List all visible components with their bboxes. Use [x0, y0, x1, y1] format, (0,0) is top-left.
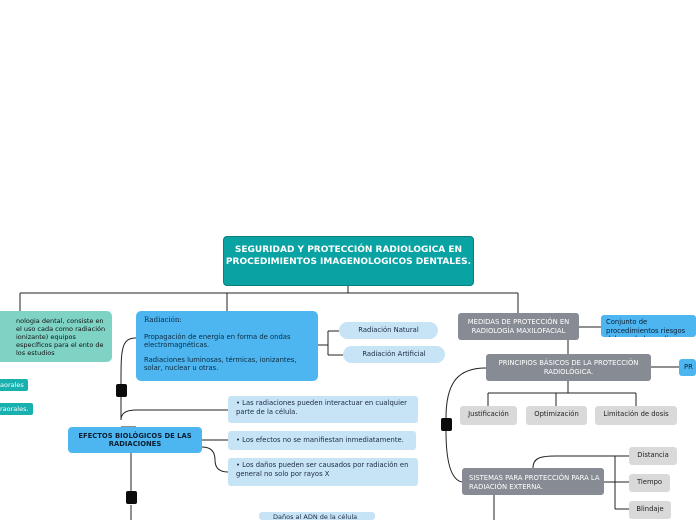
blindaje-node[interactable]: Blindaje — [629, 501, 671, 519]
optimizacion-node[interactable]: Optimización — [526, 406, 587, 425]
efecto-item-2[interactable]: • Los efectos no se manifiestan inmediat… — [228, 431, 416, 450]
principios-note-node[interactable]: PR — [679, 359, 696, 376]
tiempo-node[interactable]: Tiempo — [629, 474, 670, 492]
radiacion-line-1: Propagación de energía en forma de ondas… — [144, 332, 291, 350]
danos-adn-node[interactable]: Daños al ADN de la célula — [259, 512, 375, 520]
distancia-node[interactable]: Distancia — [629, 447, 677, 465]
collapse-toggle-1[interactable] — [116, 384, 127, 397]
radiacion-node[interactable]: Radiación: Propagación de energía en for… — [136, 311, 318, 381]
collapse-toggle-3[interactable] — [441, 418, 452, 431]
efecto-item-1[interactable]: • Las radiaciones pueden interactuar en … — [228, 396, 418, 423]
intro-description-node[interactable]: nologia dental, consiste en el uso cada … — [0, 311, 112, 362]
medidas-proteccion-node[interactable]: MEDIDAS DE PROTECCIÓN EN RADIOLOGÍA MAXI… — [458, 313, 579, 340]
extraorales-chip[interactable]: raorales. — [0, 403, 33, 415]
limitacion-dosis-node[interactable]: Limitación de dosis — [595, 406, 677, 425]
radiacion-natural-node[interactable]: Radiación Natural — [339, 322, 438, 339]
radiacion-title: Radiación: — [144, 316, 182, 324]
radiacion-line-2: Radiaciones luminosas, térmicas, ionizan… — [144, 355, 297, 373]
efecto-item-3[interactable]: • Los daños pueden ser causados por radi… — [228, 458, 418, 486]
collapse-toggle-2[interactable] — [126, 491, 137, 504]
root-topic[interactable]: SEGURIDAD Y PROTECCIÓN RADIOLOGICA EN PR… — [223, 236, 474, 286]
principios-basicos-node[interactable]: PRINCIPIOS BÁSICOS DE LA PROTECCIÓN RADI… — [486, 354, 651, 381]
efectos-biologicos-node[interactable]: EFECTOS BIOLÓGICOS DE LAS RADIACIONES — [68, 427, 202, 453]
intraorales-chip[interactable]: aorales — [0, 379, 28, 391]
radiacion-artificial-node[interactable]: Radiación Artificial — [343, 346, 445, 363]
medidas-note-node[interactable]: Conjunto de procedimientos riesgos del u… — [601, 315, 696, 337]
sistemas-proteccion-node[interactable]: SISTEMAS PARA PROTECCIÓN PARA LA RADIACI… — [462, 468, 604, 495]
justificacion-node[interactable]: Justificación — [460, 406, 517, 425]
